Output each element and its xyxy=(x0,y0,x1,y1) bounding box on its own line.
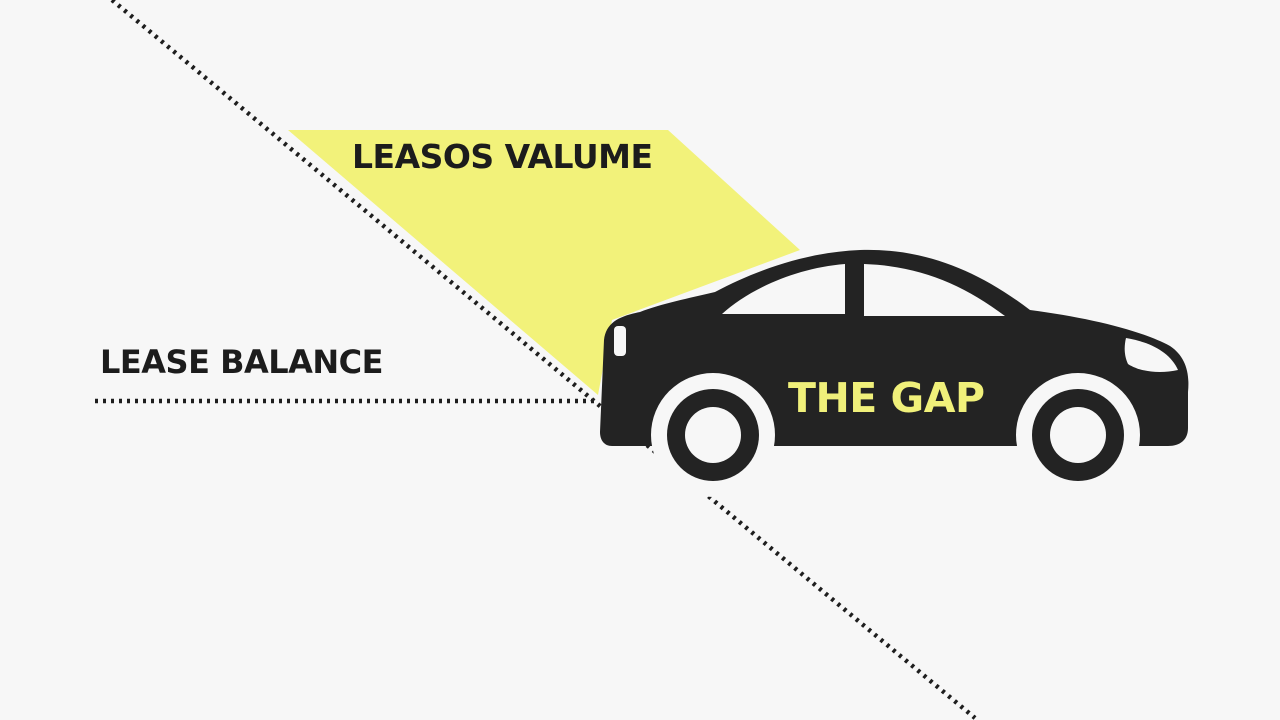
car-tail-light xyxy=(614,326,626,356)
gap-label: THE GAP xyxy=(788,374,985,422)
car-front-window xyxy=(864,264,1005,316)
lease-value-label: LEASOS VALUME xyxy=(352,137,653,176)
value-highlight-band xyxy=(288,130,800,395)
vehicle-value-dotted-line xyxy=(110,0,977,720)
car-rear-wheel xyxy=(651,373,775,497)
car-headlight xyxy=(1124,338,1178,372)
lease-balance-label: LEASE BALANCE xyxy=(100,343,383,381)
car-rear-window xyxy=(722,264,845,314)
car-icon xyxy=(600,249,1189,497)
car-front-wheel xyxy=(1016,373,1140,497)
